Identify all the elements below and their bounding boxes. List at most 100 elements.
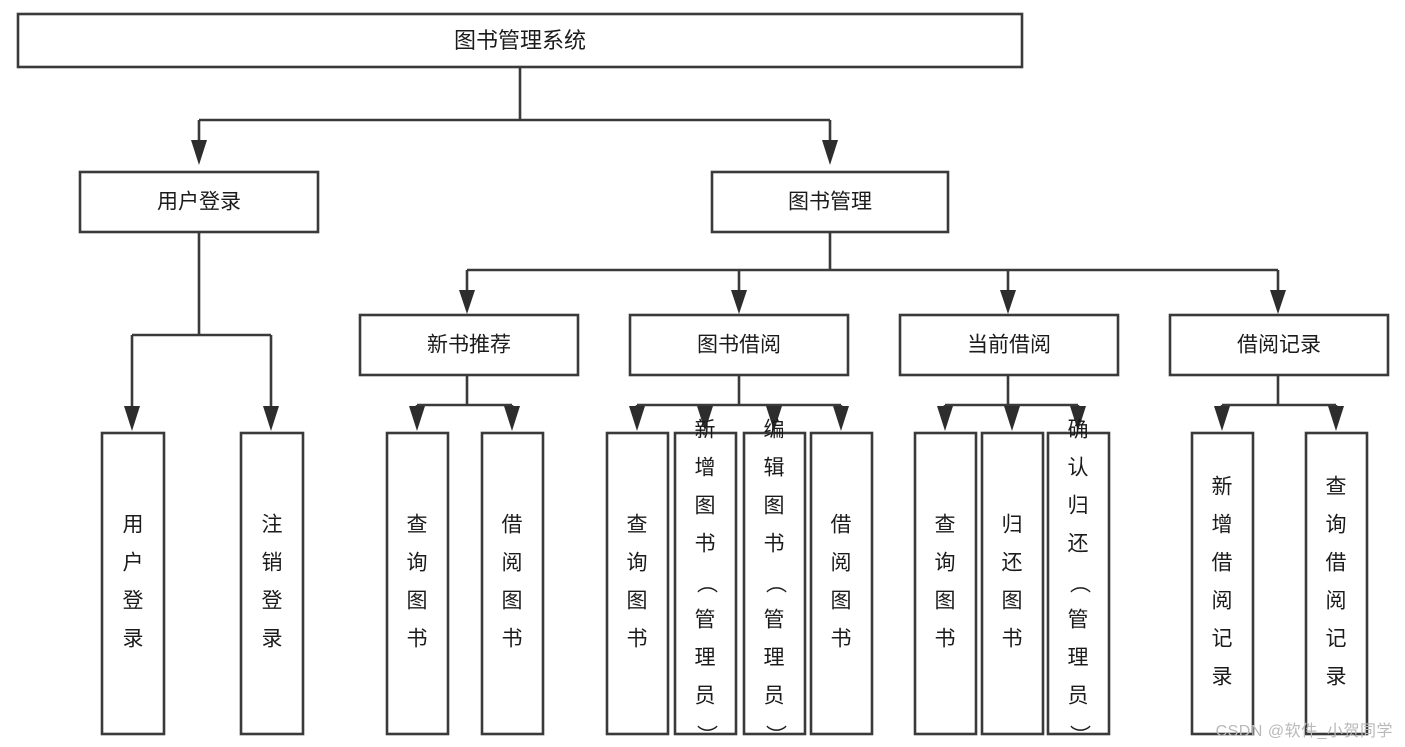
node-book-borrow-box[interactable] bbox=[628, 313, 850, 377]
vertical-label-char: 录 bbox=[123, 628, 144, 651]
vertical-label-char: 阅 bbox=[831, 552, 852, 575]
vertical-label-char: 员 bbox=[695, 685, 716, 708]
vertical-label-char: 登 bbox=[123, 590, 144, 613]
vertical-label-char: 管 bbox=[695, 609, 716, 632]
vertical-label-char: 图 bbox=[764, 495, 785, 518]
vertical-label-char: 还 bbox=[1002, 552, 1023, 575]
arrow-to-leaf-query-book-2 bbox=[629, 406, 645, 431]
vertical-label-char: 书 bbox=[764, 533, 785, 556]
node-book-manage[interactable]: 图书管理 bbox=[710, 170, 950, 234]
node-leaf-return-book-box[interactable] bbox=[980, 431, 1045, 736]
vertical-label-char: 记 bbox=[1326, 628, 1347, 651]
node-leaf-query-book-3-box[interactable] bbox=[913, 431, 978, 736]
node-root[interactable]: 图书管理系统 bbox=[16, 12, 1024, 69]
node-book-manage-box[interactable] bbox=[710, 170, 950, 234]
node-leaf-logout-box[interactable] bbox=[239, 431, 305, 736]
arrow-to-book-manage bbox=[822, 140, 838, 165]
node-book-borrow[interactable]: 图书借阅 bbox=[628, 313, 850, 377]
vertical-label-char: 图 bbox=[502, 590, 523, 613]
vertical-label-char: 图 bbox=[695, 495, 716, 518]
vertical-label-char: 询 bbox=[1326, 514, 1347, 537]
vertical-label-char: 图 bbox=[1002, 590, 1023, 613]
node-leaf-query-book-2-box[interactable] bbox=[605, 431, 670, 736]
node-leaf-add-record-box[interactable] bbox=[1190, 431, 1255, 736]
node-new-book-recommend[interactable]: 新书推荐 bbox=[358, 313, 580, 377]
node-leaf-query-book-1-box[interactable] bbox=[385, 431, 450, 736]
node-borrow-record[interactable]: 借阅记录 bbox=[1168, 313, 1390, 377]
arrow-to-leaf-user-login bbox=[124, 406, 140, 431]
vertical-label-char: （ bbox=[694, 573, 717, 594]
node-leaf-query-record-box[interactable] bbox=[1304, 431, 1369, 736]
node-leaf-user-login-box[interactable] bbox=[100, 431, 166, 736]
node-root-box[interactable] bbox=[16, 12, 1024, 69]
vertical-label-char: 借 bbox=[831, 514, 852, 537]
vertical-label-char: 理 bbox=[695, 647, 716, 670]
node-leaf-borrow-book-2-box[interactable] bbox=[809, 431, 874, 736]
node-new-book-recommend-box[interactable] bbox=[358, 313, 580, 377]
node-current-borrow-box[interactable] bbox=[898, 313, 1120, 377]
vertical-label-char: 书 bbox=[627, 628, 648, 651]
arrow-to-leaf-query-record bbox=[1328, 406, 1344, 431]
vertical-label-char: 注 bbox=[262, 514, 283, 537]
node-current-borrow-label: 当前借阅 bbox=[967, 334, 1051, 357]
vertical-label-char: 图 bbox=[831, 590, 852, 613]
node-borrow-record-label: 借阅记录 bbox=[1237, 334, 1321, 357]
node-book-manage-label: 图书管理 bbox=[788, 191, 872, 214]
node-leaf-add-book-box[interactable] bbox=[673, 431, 738, 736]
vertical-label-char: 归 bbox=[1002, 514, 1023, 537]
vertical-label-char: 理 bbox=[764, 647, 785, 670]
node-current-borrow[interactable]: 当前借阅 bbox=[898, 313, 1120, 377]
arrow-to-borrow-record bbox=[1270, 290, 1286, 314]
vertical-label-char: 阅 bbox=[1212, 590, 1233, 613]
node-root-label: 图书管理系统 bbox=[454, 28, 586, 53]
node-leaf-borrow-book-1-box[interactable] bbox=[480, 431, 545, 736]
vertical-label-char: 确 bbox=[1068, 419, 1089, 442]
vertical-label-char: 还 bbox=[1068, 533, 1089, 556]
node-leaf-user-login-label: 用户登录 bbox=[123, 514, 144, 651]
node-leaf-edit-book-box[interactable] bbox=[742, 431, 807, 736]
arrow-to-new-book-recommend bbox=[459, 290, 475, 314]
node-user-login-box[interactable] bbox=[78, 170, 320, 234]
node-leaf-user-login[interactable]: 用户登录 bbox=[100, 431, 166, 736]
vertical-label-char: 记 bbox=[1212, 628, 1233, 651]
arrow-to-leaf-logout bbox=[263, 406, 279, 431]
vertical-label-char: （ bbox=[763, 573, 786, 594]
vertical-label-char: 查 bbox=[627, 514, 648, 537]
vertical-label-char: 登 bbox=[262, 590, 283, 613]
arrow-to-current-borrow bbox=[1000, 290, 1016, 314]
vertical-label-char: 询 bbox=[407, 552, 428, 575]
vertical-label-char: 用 bbox=[123, 514, 144, 537]
node-borrow-record-box[interactable] bbox=[1168, 313, 1390, 377]
node-leaf-confirm-return-box[interactable] bbox=[1046, 431, 1111, 736]
vertical-label-char: 借 bbox=[1212, 552, 1233, 575]
vertical-label-char: 员 bbox=[764, 685, 785, 708]
vertical-label-char: 辑 bbox=[764, 457, 785, 480]
vertical-label-char: （ bbox=[1067, 573, 1090, 594]
vertical-label-char: ） bbox=[763, 725, 786, 746]
vertical-label-char: 销 bbox=[262, 552, 283, 575]
node-user-login[interactable]: 用户登录 bbox=[78, 170, 320, 234]
